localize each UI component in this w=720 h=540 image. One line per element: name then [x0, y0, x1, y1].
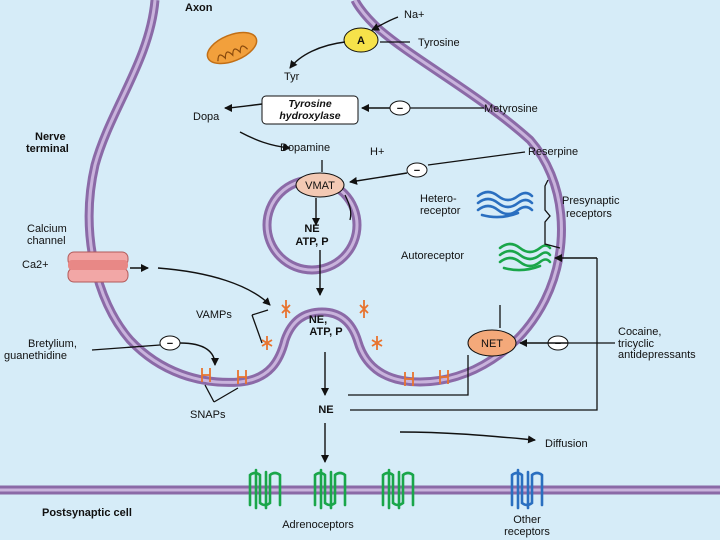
- label-bretylium-2: guanethidine: [4, 350, 67, 362]
- other-receptor-icon: [510, 468, 544, 510]
- inhibitor-bretylium: −: [159, 335, 181, 351]
- label-cleft-ne: NE: [318, 404, 333, 416]
- label-metyrosine: Metyrosine: [484, 103, 538, 115]
- net-label: NET: [481, 338, 503, 350]
- label-presyn-2: receptors: [566, 208, 612, 220]
- label-na: Na+: [404, 9, 425, 21]
- label-other-2: receptors: [504, 526, 550, 538]
- label-dopamine: Dopamine: [280, 142, 330, 154]
- label-h: H+: [370, 146, 384, 158]
- label-hetero-1: Hetero-: [420, 193, 457, 205]
- th-label-2: hydroxylase: [279, 110, 340, 122]
- pathway-arrows: [91, 16, 615, 463]
- transporter-a: A: [343, 27, 379, 53]
- minus-icon: −: [397, 103, 403, 115]
- label-reserpine: Reserpine: [528, 146, 578, 158]
- label-postsynaptic: Postsynaptic cell: [42, 507, 132, 519]
- label-tyrosine: Tyrosine: [418, 37, 460, 49]
- mitochondrion-icon: [206, 31, 258, 65]
- label-other-1: Other: [513, 514, 541, 526]
- label-hetero-2: receptor: [420, 205, 461, 217]
- label-bretylium-1: Bretylium,: [28, 338, 77, 350]
- label-cocaine-1: Cocaine,: [618, 326, 661, 338]
- vmat-transporter: VMAT: [295, 172, 345, 198]
- label-vesicle-atp: ATP, P: [295, 236, 328, 248]
- label-snaps: SNAPs: [190, 409, 226, 421]
- label-cocaine-3: antidepressants: [618, 349, 696, 361]
- vmat-label: VMAT: [305, 180, 335, 192]
- label-diffusion: Diffusion: [545, 438, 588, 450]
- label-release-ne: NE,: [309, 314, 327, 326]
- label-vamps: VAMPs: [196, 309, 232, 321]
- adrenoceptor-icons: [248, 468, 415, 510]
- vamp-snap-proteins: [201, 300, 449, 386]
- label-cocaine-2: tricyclic: [618, 338, 655, 350]
- label-calcium-1: Calcium: [27, 223, 67, 235]
- inhibitor-reserpine: −: [406, 162, 428, 178]
- calcium-channel-icon: [67, 251, 129, 283]
- label-vesicle-ne: NE: [304, 223, 319, 235]
- heteroreceptor-icon: [476, 190, 534, 219]
- label-axon: Axon: [185, 2, 213, 14]
- label-adrenoceptors: Adrenoceptors: [282, 519, 354, 531]
- label-ca: Ca2+: [22, 259, 49, 271]
- label-release-atp: ATP, P: [309, 326, 342, 338]
- th-label-1: Tyrosine: [288, 98, 332, 110]
- autoreceptor-icon: [498, 242, 552, 272]
- minus-icon: −: [555, 338, 561, 350]
- label-calcium-2: channel: [27, 235, 66, 247]
- inhibitor-metyrosine: −: [389, 100, 411, 116]
- label-autoreceptor: Autoreceptor: [401, 250, 464, 262]
- label-nerve: Nerve: [35, 131, 66, 143]
- minus-icon: −: [414, 165, 420, 177]
- net-transporter: NET: [467, 329, 517, 357]
- transporter-a-label: A: [357, 35, 365, 47]
- label-dopa: Dopa: [193, 111, 220, 123]
- label-presyn-1: Presynaptic: [562, 195, 620, 207]
- label-tyr: Tyr: [284, 71, 300, 83]
- minus-icon: −: [167, 338, 173, 350]
- label-terminal: terminal: [26, 143, 69, 155]
- tyrosine-hydroxylase-box: Tyrosine hydroxylase: [261, 95, 359, 125]
